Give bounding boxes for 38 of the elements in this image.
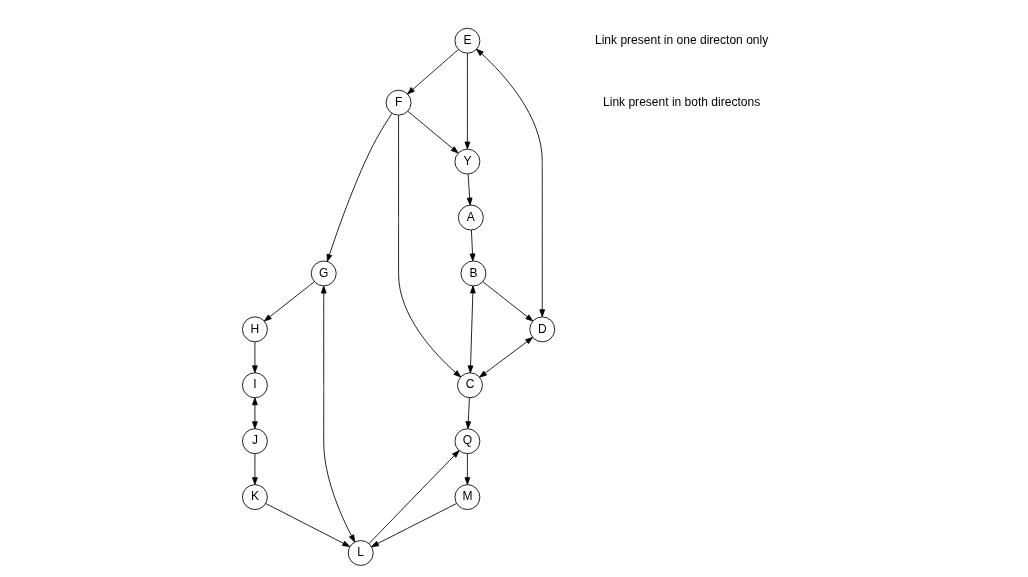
arrow xyxy=(466,173,472,206)
node-circle: H xyxy=(241,316,268,343)
node-circle: J xyxy=(241,428,268,455)
arrow xyxy=(464,453,470,485)
node-circle: G xyxy=(310,260,337,287)
arrow xyxy=(464,397,471,430)
arrow xyxy=(251,453,258,485)
arrow xyxy=(478,337,533,378)
arrow xyxy=(368,450,459,544)
arrow xyxy=(320,285,355,543)
node-circle: F xyxy=(385,89,411,116)
arrow xyxy=(475,48,545,318)
node-circle: D xyxy=(528,316,555,343)
node-circle: I xyxy=(241,372,268,399)
arrow xyxy=(326,112,392,262)
arrow xyxy=(469,229,475,262)
arrow xyxy=(406,49,459,95)
node-circle: Q xyxy=(454,428,480,455)
node-circle: E xyxy=(454,27,480,54)
node-circle: L xyxy=(347,540,374,566)
node-circle: B xyxy=(460,260,486,287)
arrow xyxy=(251,341,258,374)
arrow xyxy=(264,503,350,547)
legend-label: Link present in one directon only xyxy=(594,32,768,47)
arrow xyxy=(263,281,315,322)
node-circle: A xyxy=(457,204,484,231)
node-circle: M xyxy=(454,484,480,510)
node-circle: Y xyxy=(454,148,480,175)
arrow xyxy=(464,52,470,150)
node-circle: K xyxy=(241,484,268,510)
legend-label: Link present in both directons xyxy=(602,94,760,109)
arrow xyxy=(397,115,461,378)
arrow xyxy=(482,281,533,322)
arrow xyxy=(251,397,258,430)
node-circle: C xyxy=(456,372,483,399)
arrow xyxy=(467,285,476,374)
arrow xyxy=(370,503,457,548)
arrow xyxy=(406,110,458,154)
